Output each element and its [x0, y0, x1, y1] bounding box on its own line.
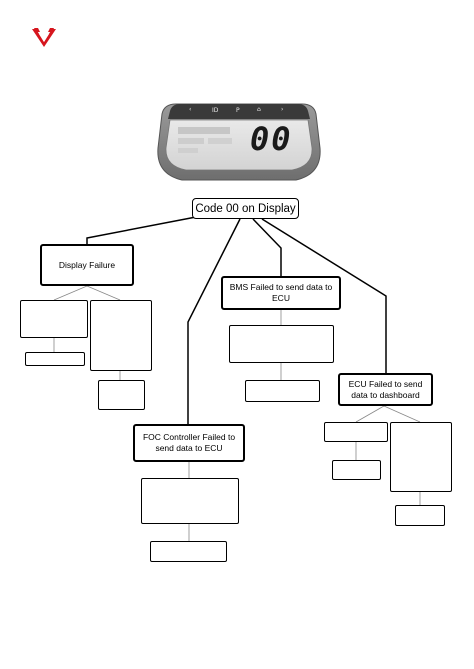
line-root-display — [86, 216, 197, 244]
parking-icon: P — [236, 107, 240, 114]
display-cause-box-2 — [90, 300, 152, 371]
foc-cause-box — [141, 478, 239, 524]
line-ecu-right — [383, 405, 421, 423]
ecu-action-box-1 — [332, 460, 381, 480]
display-action-box-1 — [25, 352, 85, 366]
root-label: Code 00 on Display — [195, 202, 296, 215]
bms-failure-label: BMS Failed to send data to ECU — [229, 282, 333, 303]
home-icon: ⌂ — [257, 106, 261, 113]
dashboard-digits: 00 — [250, 120, 293, 158]
display-action-box-2 — [98, 380, 145, 410]
ecu-cause-box-2 — [390, 422, 452, 492]
id-icon: ID — [212, 107, 219, 114]
line-root-foc — [187, 218, 241, 424]
line-display-left — [53, 285, 88, 301]
ecu-action-box-2 — [395, 505, 445, 526]
line-root-ecu — [261, 218, 387, 373]
root-node: Code 00 on Display — [192, 198, 299, 219]
foc-failure-node: FOC Controller Failed to send data to EC… — [133, 424, 245, 462]
bms-failure-node: BMS Failed to send data to ECU — [221, 276, 341, 310]
line-display-right — [86, 285, 121, 301]
ecu-cause-box-1 — [324, 422, 388, 442]
left-arrow-icon: ‹ — [189, 106, 192, 113]
display-failure-node: Display Failure — [40, 244, 134, 286]
foc-failure-label: FOC Controller Failed to send data to EC… — [142, 432, 236, 453]
brand-logo-icon — [32, 28, 56, 47]
line-root-bms — [252, 218, 282, 276]
line-ecu-left — [355, 405, 385, 423]
dashboard-illustration: ‹ ID P ⌂ › 00 — [156, 100, 322, 189]
dashboard-bezel — [157, 103, 321, 181]
ecu-failure-node: ECU Failed to send data to dashboard — [338, 373, 433, 406]
bms-action-box — [245, 380, 320, 402]
foc-action-box — [150, 541, 227, 562]
ecu-failure-label: ECU Failed to send data to dashboard — [348, 378, 423, 400]
bms-cause-box — [229, 325, 334, 363]
display-cause-box-1 — [20, 300, 88, 338]
right-arrow-icon: › — [281, 106, 284, 113]
display-failure-label: Display Failure — [58, 259, 116, 270]
